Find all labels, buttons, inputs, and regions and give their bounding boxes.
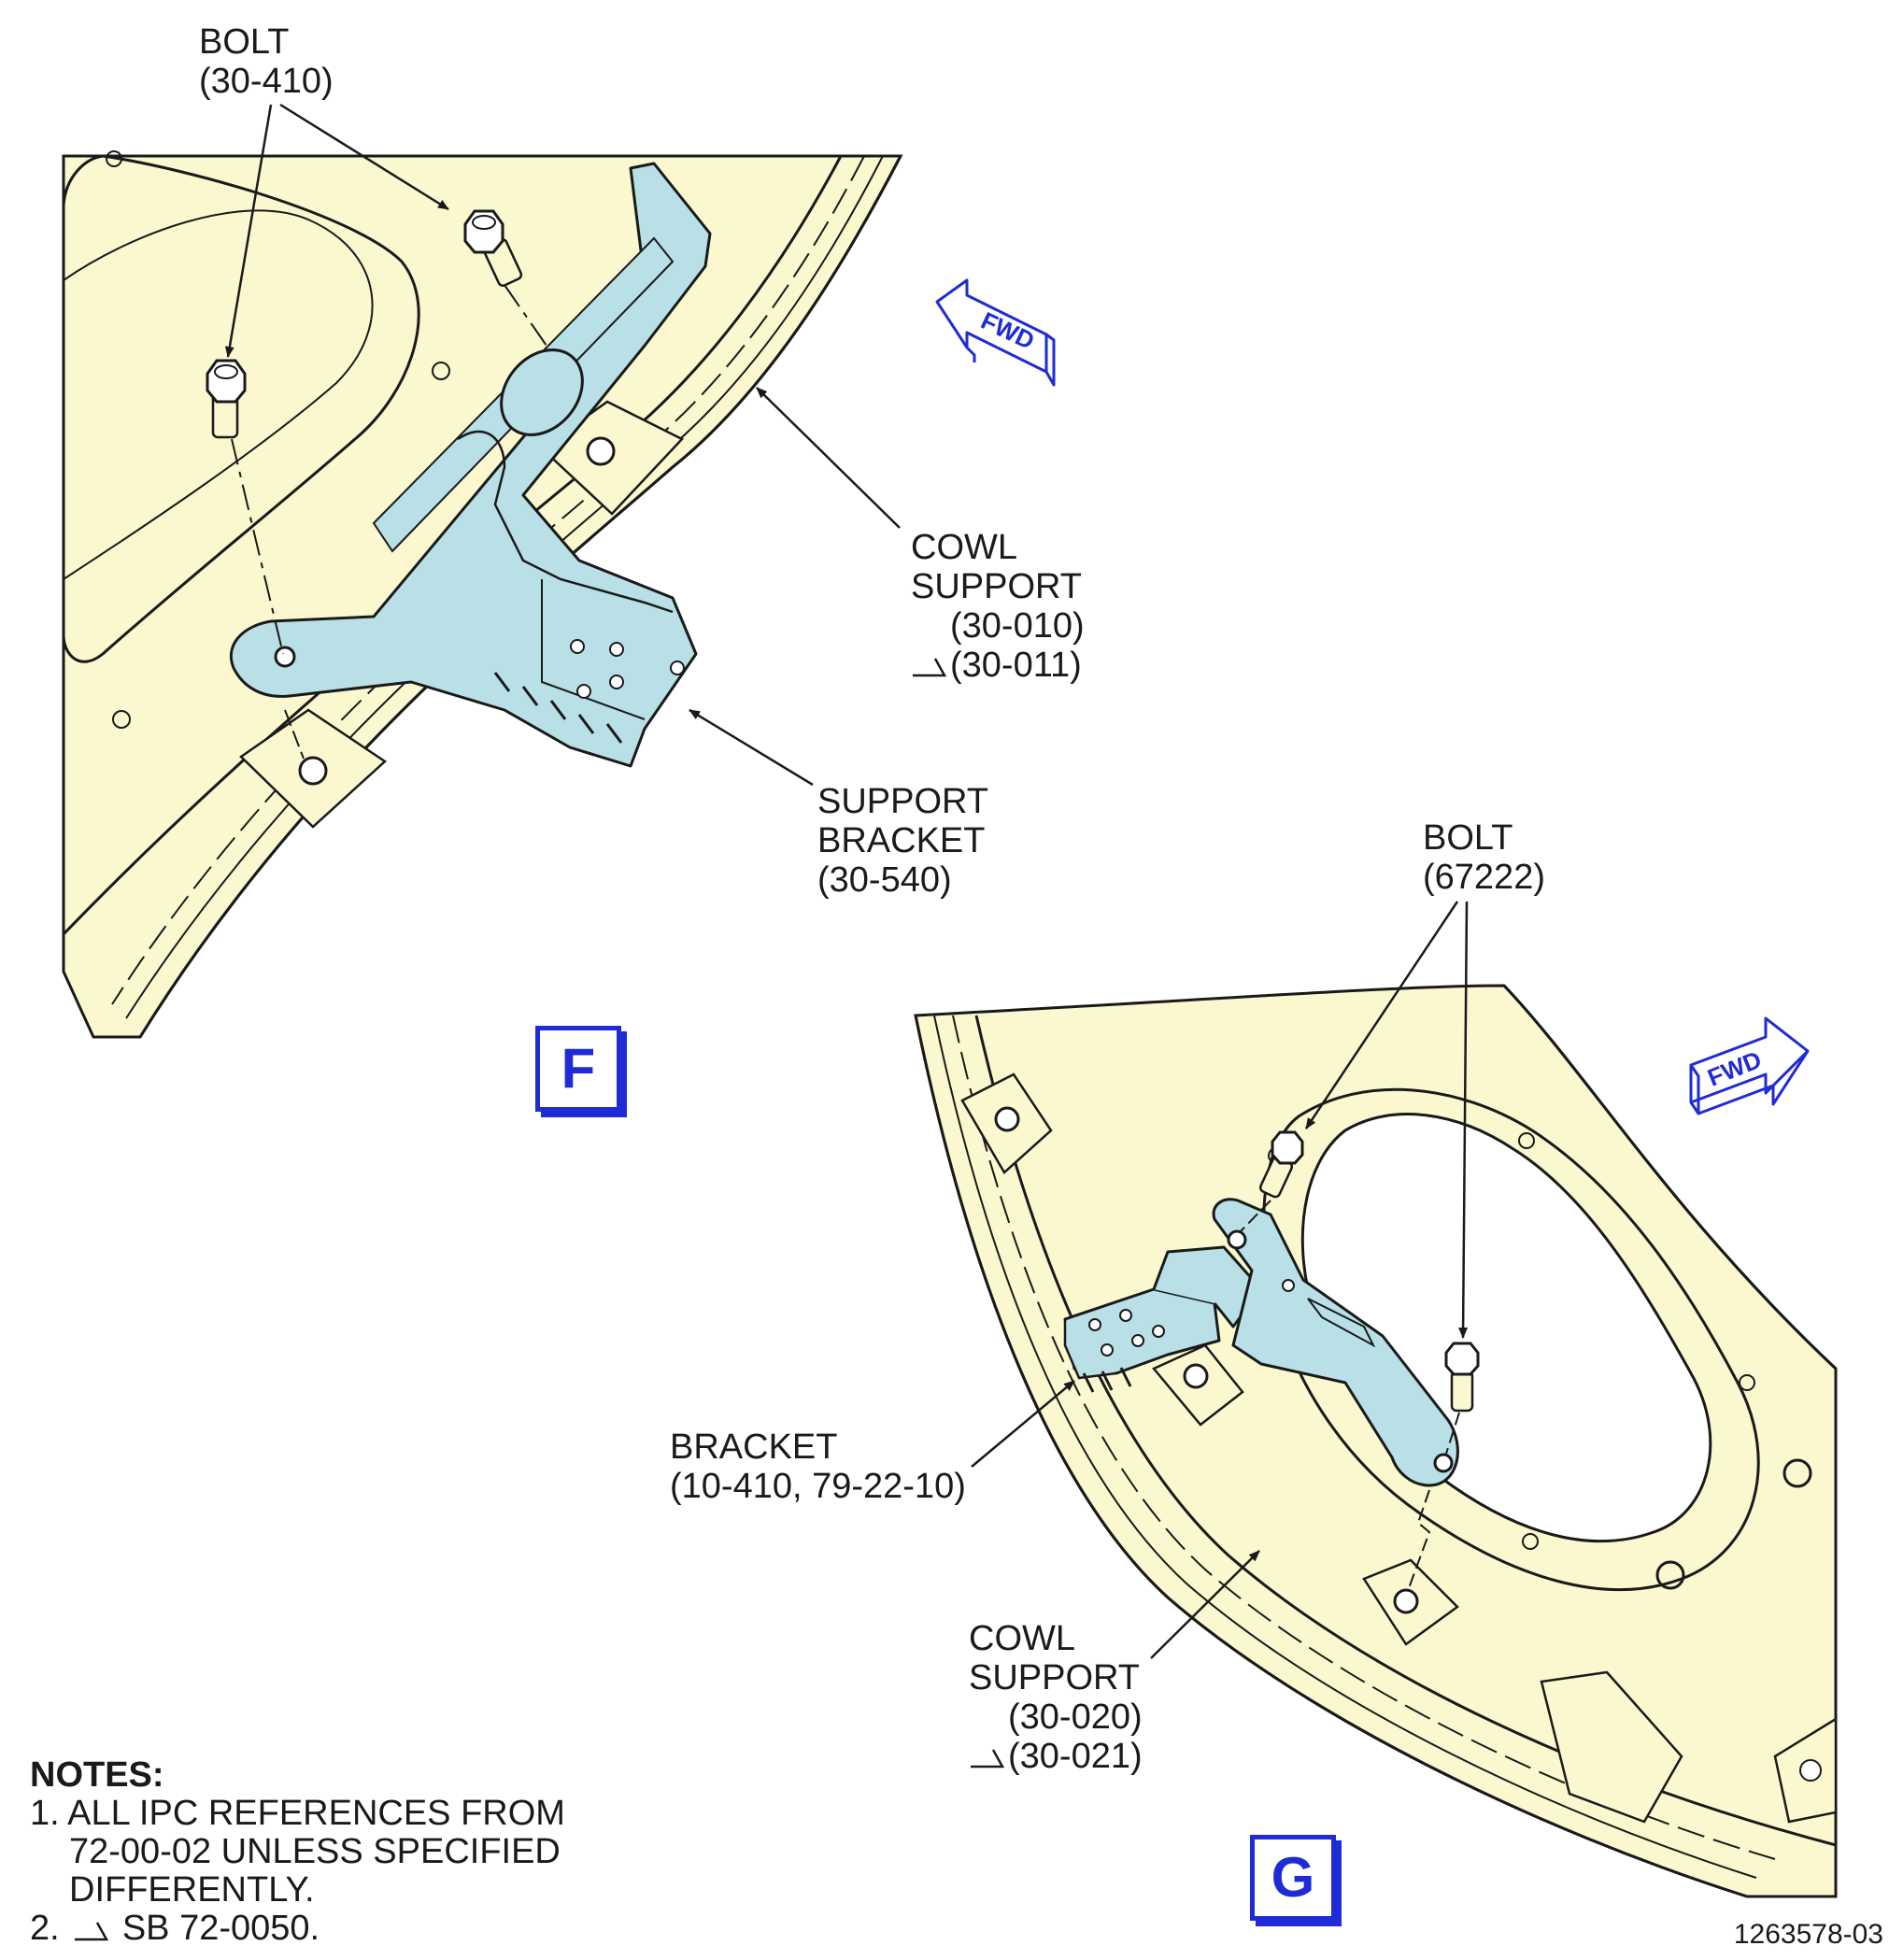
view-f-nut-plate-lower (298, 756, 328, 786)
notes-title: NOTES: (30, 1755, 164, 1795)
callout-line: (30-410) (199, 62, 334, 101)
note-1-line: 72-00-02 UNLESS SPECIFIED (69, 1832, 561, 1871)
callout-line: (67222) (1423, 858, 1545, 897)
callout-line: (30-011) (950, 646, 1082, 685)
view-f-letter: F (561, 1037, 596, 1100)
note-1-line: DIFFERENTLY. (69, 1870, 315, 1910)
callout-line: (30-021) (1008, 1737, 1143, 1776)
view-f-support-bracket-callout: SUPPORT BRACKET (30-540) (817, 782, 988, 900)
view-g-label-box: G (1250, 1835, 1336, 1921)
view-f-bolt-right (463, 209, 523, 287)
view-g-cowl-support-arm (1212, 1198, 1459, 1487)
callout-line: BRACKET (817, 821, 986, 860)
callout-line: BRACKET (670, 1427, 838, 1467)
sb-delta-icon (75, 1922, 109, 1941)
view-g-cowl-support-callout: COWL SUPPORT (30-020) (30-021) (969, 1619, 1143, 1776)
view-f-nut-plate-upper (586, 436, 616, 466)
sb-delta-icon (971, 1749, 1004, 1768)
view-f-label-box: F (535, 1026, 621, 1112)
sb-delta-icon (913, 658, 946, 677)
note-1-line: 1. ALL IPC REFERENCES FROM (30, 1794, 565, 1833)
callout-line: BOLT (1423, 818, 1513, 858)
callout-line: COWL (969, 1619, 1075, 1658)
view-f-support-bracket (229, 162, 712, 768)
view-f-cowl-support-callout: COWL SUPPORT (30-010) (30-011) (911, 528, 1085, 685)
view-f-fwd-arrow-icon: FWD (935, 278, 1056, 387)
view-f-panel-opening (62, 154, 420, 663)
callout-line: BOLT (199, 22, 290, 62)
note-2-text: SB 72-0050. (121, 1909, 320, 1948)
notes-block: NOTES: 1. ALL IPC REFERENCES FROM 72-00-… (30, 1756, 565, 1948)
view-g-drawing: FWD (914, 901, 1838, 1898)
callout-line: (30-010) (950, 606, 1085, 646)
callout-line: SUPPORT (817, 782, 989, 821)
callout-line: SUPPORT (911, 567, 1083, 606)
callout-line: (30-540) (817, 860, 952, 900)
callout-line: (30-020) (1008, 1697, 1143, 1737)
view-f-drawing: FWD (62, 103, 1056, 1039)
view-g-bracket-callout: BRACKET (10-410, 79-22-10) (670, 1427, 966, 1506)
view-g-letter: G (1271, 1846, 1315, 1909)
view-g-bolt-left (1258, 1130, 1304, 1199)
view-f-bolt-callout: BOLT (30-410) (199, 22, 334, 101)
view-g-bolt-right (1444, 1342, 1480, 1413)
view-g-bolt-callout: BOLT (67222) (1423, 818, 1545, 897)
note-2-number: 2. (30, 1909, 60, 1948)
callout-line: SUPPORT (969, 1658, 1141, 1697)
view-g-fwd-arrow-icon: FWD (1689, 1016, 1810, 1115)
callout-line: COWL (911, 528, 1017, 567)
callout-line: (10-410, 79-22-10) (670, 1467, 966, 1506)
note-2: 2. SB 72-0050. (30, 1910, 565, 1948)
figure-number: 1263578-03 (1733, 1919, 1883, 1950)
view-f-bolt-left (206, 359, 247, 439)
